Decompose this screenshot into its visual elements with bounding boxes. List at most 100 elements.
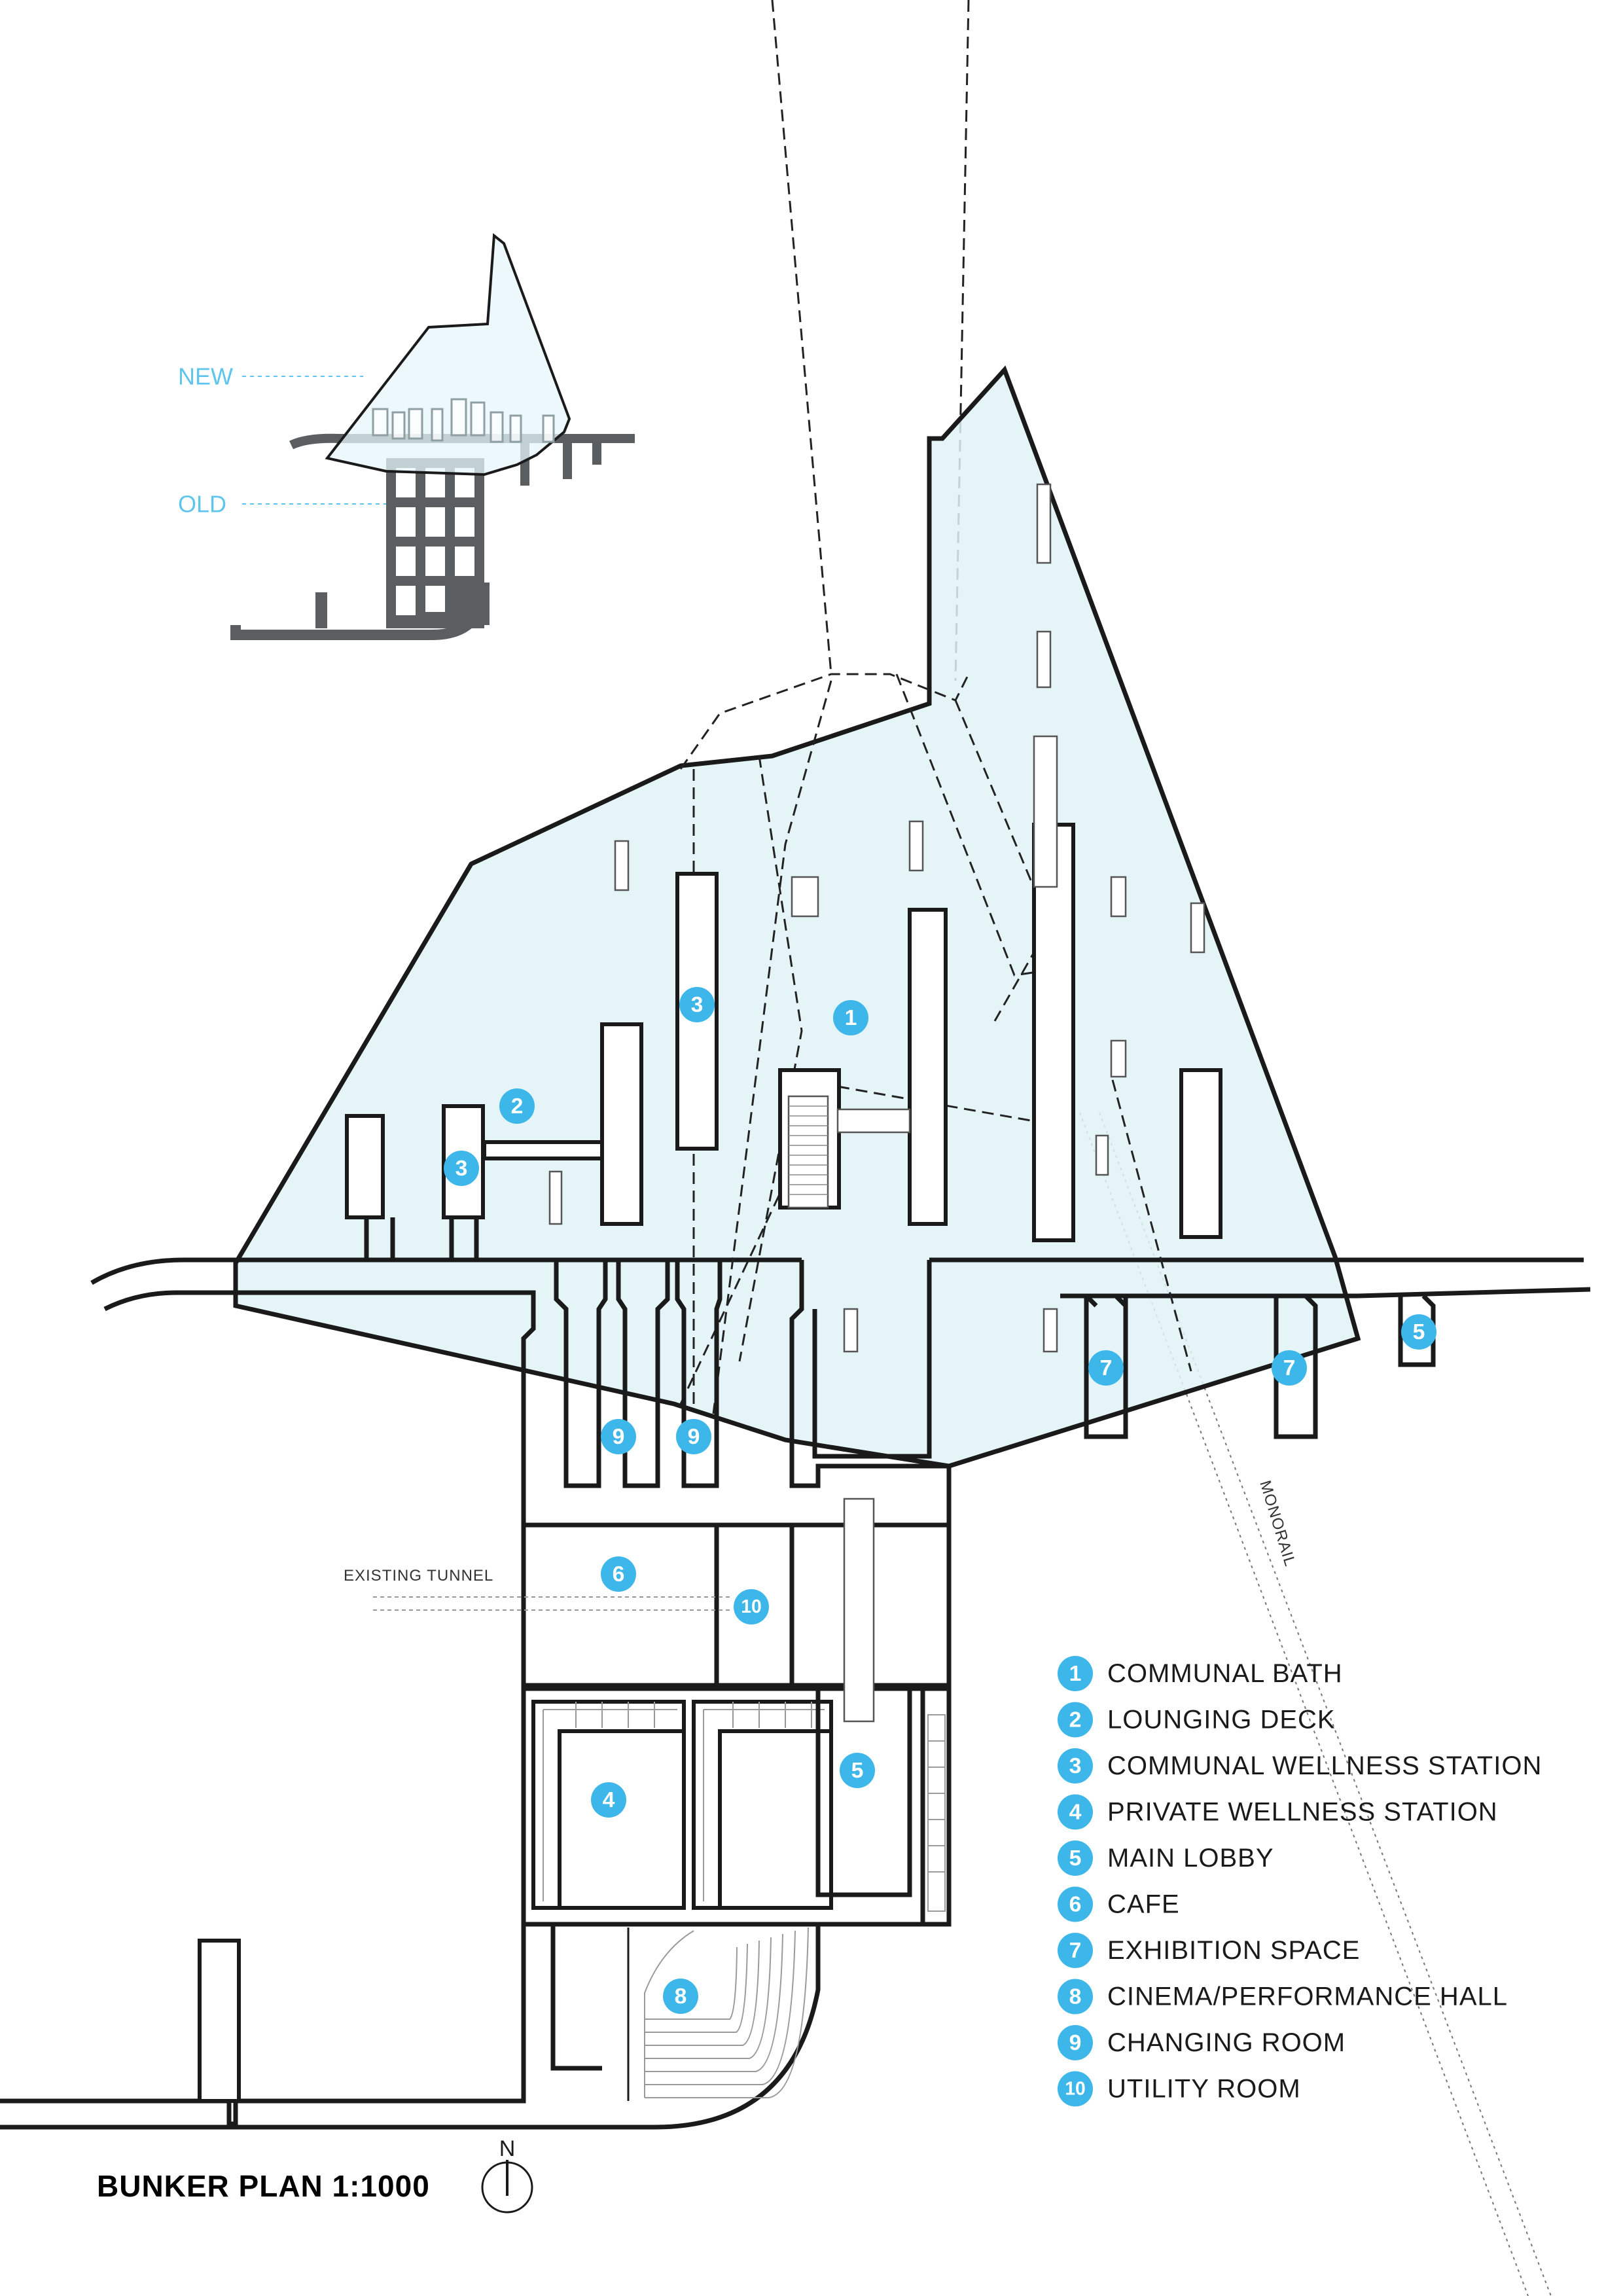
plan-tag-3-number: 3 [691,992,704,1017]
legend-label: COMMUNAL BATH [1107,1659,1343,1688]
plan-tag-2-circle [499,1088,535,1124]
plan-tag-6: 6 [601,1556,636,1592]
plan-tag-4-circle [591,1782,626,1818]
plan-tag-1: 1 [833,1000,868,1035]
plan-tag-5: 5 [840,1753,875,1788]
inset-diagram: NEW OLD [178,233,635,640]
legend-tag-5: 5 [1058,1840,1093,1876]
legend-label: COMMUNAL WELLNESS STATION [1107,1751,1542,1780]
plan-tag-3: 3 [444,1151,479,1186]
plan-tag-1-number: 1 [845,1005,857,1030]
plan-tag-9: 9 [601,1419,636,1454]
plan-tag-9-number: 9 [613,1424,625,1449]
plan-tag-3-circle [444,1151,479,1186]
legend-tag-9: 9 [1058,2025,1093,2060]
plan-tag-3-number: 3 [455,1156,468,1181]
cinema-seating [644,1927,809,2098]
plan-tag-2: 2 [499,1088,535,1124]
legend-tag-3: 3 [1058,1748,1093,1784]
plan-tag-4: 4 [591,1782,626,1818]
plan-tag-5-number: 5 [851,1758,864,1783]
old-label: OLD [178,491,226,518]
plan-tag-7-circle [1272,1350,1307,1386]
plan-title: BUNKER PLAN 1:1000 [97,2169,430,2203]
plan-tag-9: 9 [676,1419,711,1454]
legend-label: PRIVATE WELLNESS STATION [1107,1798,1498,1827]
exhibition-rooms [1084,1294,1436,1439]
legend-tag-7-number: 7 [1069,1938,1082,1963]
legend-tag-6-circle [1058,1886,1093,1922]
plan-tag-9-circle [676,1419,711,1454]
plan-tag-3-circle [679,987,715,1022]
legend-tag-5-number: 5 [1069,1846,1082,1871]
plan-tag-7-number: 7 [1283,1355,1296,1380]
plan-tag-7-circle [1088,1350,1124,1386]
existing-tunnel: EXISTING TUNNEL [344,1567,733,1611]
north-label: N [499,2136,516,2161]
legend-tag-9-circle [1058,2025,1093,2060]
legend-tag-2-circle [1058,1702,1093,1738]
legend-label: UTILITY ROOM [1107,2075,1301,2104]
legend-tag-8: 8 [1058,1979,1093,2015]
legend-tag-8-circle [1058,1979,1093,2015]
plan-tag-2-number: 2 [511,1094,524,1119]
legend-label: MAIN LOBBY [1107,1844,1274,1873]
bunker-core [0,1260,952,2130]
legend-tag-4: 4 [1058,1794,1093,1830]
plan-tag-8-circle [663,1979,698,2014]
new-structure [325,233,571,476]
legend-tag-3-number: 3 [1069,1753,1082,1778]
plan-number-tags: 1 2 3 3 5 5 6 7 7 9 9 10 4 8 [444,987,1436,2014]
legend-tag-1-circle [1058,1656,1093,1691]
plan-tag-8: 8 [663,1979,698,2014]
north-arrow: N [481,2136,533,2214]
private-wellness-seating [543,1702,825,1901]
plan-tag-10-circle [734,1589,769,1624]
plan-tag-6-circle [601,1556,636,1592]
legend-tag-10: 10 [1058,2071,1093,2107]
legend-tag-9-number: 9 [1069,2030,1082,2055]
legend-tag-6-number: 6 [1069,1892,1082,1917]
legend-label: LOUNGING DECK [1107,1706,1336,1734]
plan-tag-1-circle [833,1000,868,1035]
plan-tag-7-number: 7 [1100,1355,1113,1380]
legend-tag-4-number: 4 [1069,1800,1082,1825]
legend-label: CHANGING ROOM [1107,2028,1346,2057]
stair [787,1095,829,1209]
legend-tag-2: 2 [1058,1702,1093,1738]
new-label: NEW [178,363,233,390]
legend-label: EXHIBITION SPACE [1107,1936,1360,1965]
legend-tag-1-number: 1 [1069,1661,1082,1686]
legend-tag-5-circle [1058,1840,1093,1876]
plan-tag-9-number: 9 [688,1424,700,1449]
plan-tag-4-number: 4 [603,1787,615,1812]
glass-canopy [233,365,1361,1469]
legend-tag-10-circle [1058,2071,1093,2107]
legend-label: CAFE [1107,1890,1180,1919]
legend-tag-3-circle [1058,1748,1093,1784]
plan-tag-9-circle [601,1419,636,1454]
plan-tag-8-number: 8 [675,1984,687,2009]
plan-tag-10: 10 [734,1589,769,1624]
plan-tag-7: 7 [1272,1350,1307,1386]
legend-tag-1: 1 [1058,1656,1093,1691]
monorail-label: MONORAIL [1256,1479,1299,1569]
legend-tag-7-circle [1058,1933,1093,1968]
existing-tunnel-label: EXISTING TUNNEL [344,1567,493,1585]
legend-tag-7: 7 [1058,1933,1093,1968]
plan-tag-10-number: 10 [741,1596,762,1617]
legend: 1 COMMUNAL BATH 2 LOUNGING DECK 3 COMMUNAL WE… [1058,1656,1542,2107]
legend-tag-2-number: 2 [1069,1708,1082,1732]
plan-tag-5-circle [840,1753,875,1788]
plan-tag-7: 7 [1088,1350,1124,1386]
legend-tag-8-number: 8 [1069,1984,1082,2009]
plan-tag-6-number: 6 [613,1562,625,1587]
plan-tag-3: 3 [679,987,715,1022]
plan-tag-5-circle [1401,1314,1436,1350]
legend-label: CINEMA/PERFORMANCE HALL [1107,1982,1508,2011]
plan-tag-5-number: 5 [1413,1319,1425,1344]
legend-tag-4-circle [1058,1794,1093,1830]
plan-tag-5: 5 [1401,1314,1436,1350]
legend-tag-6: 6 [1058,1886,1093,1922]
